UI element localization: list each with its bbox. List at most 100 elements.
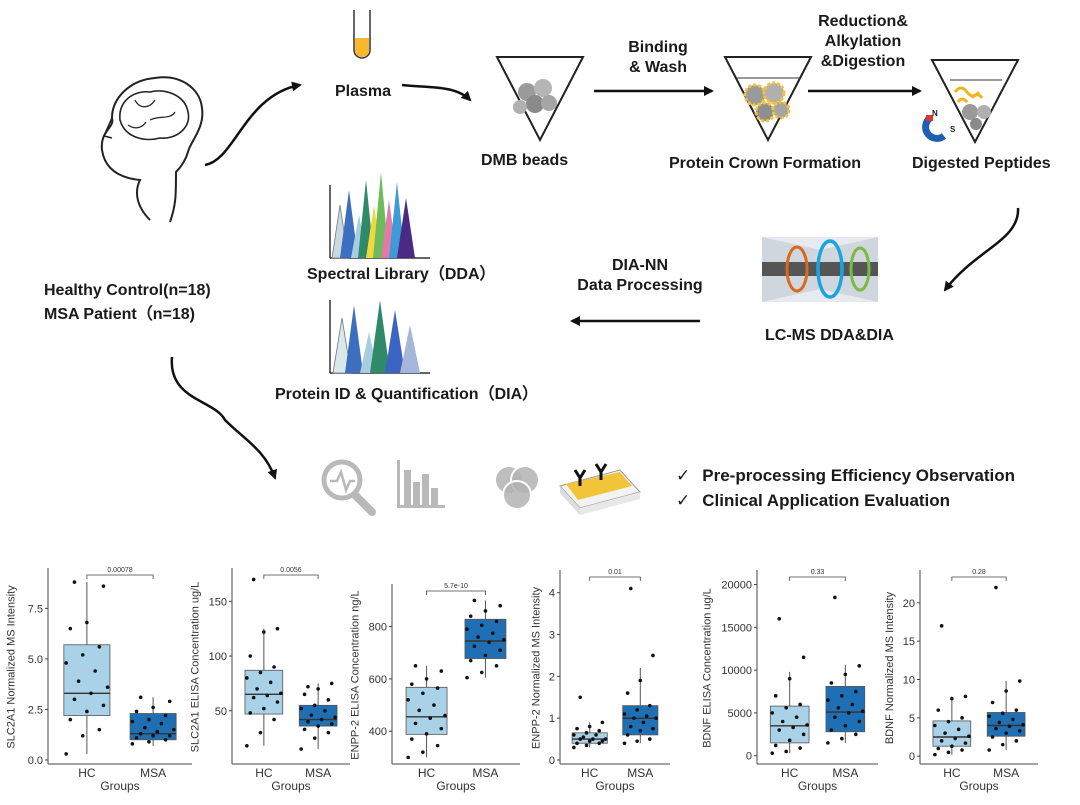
data-point [439, 726, 444, 731]
reduction-line-2: Alkylation [824, 33, 902, 50]
digested-peptides-label: Digested Peptides [912, 155, 1051, 172]
box-hc [571, 732, 608, 744]
data-point [468, 658, 473, 663]
data-point [258, 730, 263, 735]
data-point [946, 719, 951, 724]
data-point [476, 635, 480, 639]
data-point [572, 733, 576, 737]
data-point [798, 746, 802, 750]
pvalue-label: 0.28 [972, 569, 986, 576]
data-point [472, 644, 477, 649]
data-point [1017, 679, 1022, 683]
data-point [836, 705, 841, 710]
y-tick-label: 5000 [728, 708, 752, 720]
data-point [587, 739, 592, 743]
outcome-1-text: Pre-processing Efficiency Observation [702, 466, 1015, 485]
data-point [498, 648, 502, 652]
data-point [997, 720, 1002, 725]
data-point [847, 711, 851, 715]
data-point [487, 640, 491, 645]
data-point [410, 737, 414, 741]
data-point [1000, 742, 1005, 747]
data-point [770, 711, 775, 715]
data-point [279, 691, 283, 696]
x-tick-label: MSA [472, 766, 498, 780]
data-point [326, 730, 331, 735]
y-tick-label: 7.5 [28, 603, 43, 615]
data-point [85, 709, 89, 714]
data-point [860, 709, 865, 714]
data-point [268, 680, 273, 685]
magnet-s-label: S [950, 125, 956, 134]
data-point [950, 696, 954, 701]
data-point [262, 630, 266, 634]
data-point [421, 750, 425, 754]
x-tick-label: MSA [993, 766, 1019, 780]
data-point [801, 655, 806, 660]
data-point [406, 755, 410, 760]
data-point [248, 711, 253, 715]
data-point [163, 737, 168, 742]
data-point [651, 653, 655, 658]
data-point [597, 741, 602, 746]
data-point [316, 687, 320, 691]
checkmark-icon: ✓ [676, 491, 691, 510]
cohort-label: Healthy Control(n=18) MSA Patient（n=18) [44, 279, 211, 327]
data-point [578, 737, 582, 741]
data-point [1007, 724, 1012, 729]
y-tick-label: 1 [549, 713, 555, 725]
data-point [798, 702, 802, 707]
data-point [421, 691, 425, 696]
data-point [787, 676, 792, 681]
data-point [625, 691, 630, 695]
data-point [628, 586, 633, 591]
data-point [826, 741, 830, 745]
data-point [1021, 722, 1025, 727]
data-point [773, 694, 778, 698]
data-point [333, 715, 337, 720]
data-point [319, 717, 324, 722]
data-point [312, 703, 317, 708]
data-point [316, 724, 320, 728]
x-tick-label: MSA [627, 766, 653, 780]
data-point [251, 577, 256, 582]
lcms-label: LC-MS DDA&DIA [765, 327, 894, 344]
data-point [956, 727, 961, 732]
y-axis-label: ENPP-2 ELISA Concentration ng/L [350, 590, 362, 759]
data-point [406, 698, 410, 702]
data-point [265, 693, 270, 698]
data-point [994, 585, 998, 590]
data-point [638, 678, 643, 683]
y-tick-label: 5 [909, 713, 915, 725]
data-point [68, 626, 73, 631]
data-point [953, 736, 958, 741]
data-point [933, 723, 937, 728]
x-tick-label: HC [418, 766, 436, 780]
y-tick-label: 100 [209, 651, 227, 663]
data-point [654, 716, 658, 720]
data-point [572, 745, 576, 750]
data-point [302, 727, 307, 732]
outcome-1: ✓Pre-processing Efficiency Observation [676, 466, 1015, 486]
data-point [939, 739, 944, 743]
data-point [963, 694, 968, 699]
data-point [1014, 708, 1019, 712]
data-point [787, 738, 792, 743]
data-point [933, 752, 937, 757]
data-point [312, 736, 317, 740]
data-point [483, 609, 488, 613]
data-point [840, 736, 844, 741]
pvalue-bracket [789, 576, 846, 581]
x-axis-label: Groups [436, 779, 475, 793]
data-point [578, 695, 582, 700]
data-point [581, 735, 586, 739]
outcome-2: ✓Clinical Application Evaluation [676, 491, 950, 511]
data-point [853, 689, 858, 694]
data-point [994, 726, 998, 731]
x-axis-label: Groups [595, 779, 634, 793]
data-point [76, 679, 81, 683]
box-hc [769, 705, 810, 744]
data-point [130, 742, 135, 746]
y-tick-label: 400 [369, 726, 387, 738]
elisa-plate-icon [559, 463, 641, 515]
